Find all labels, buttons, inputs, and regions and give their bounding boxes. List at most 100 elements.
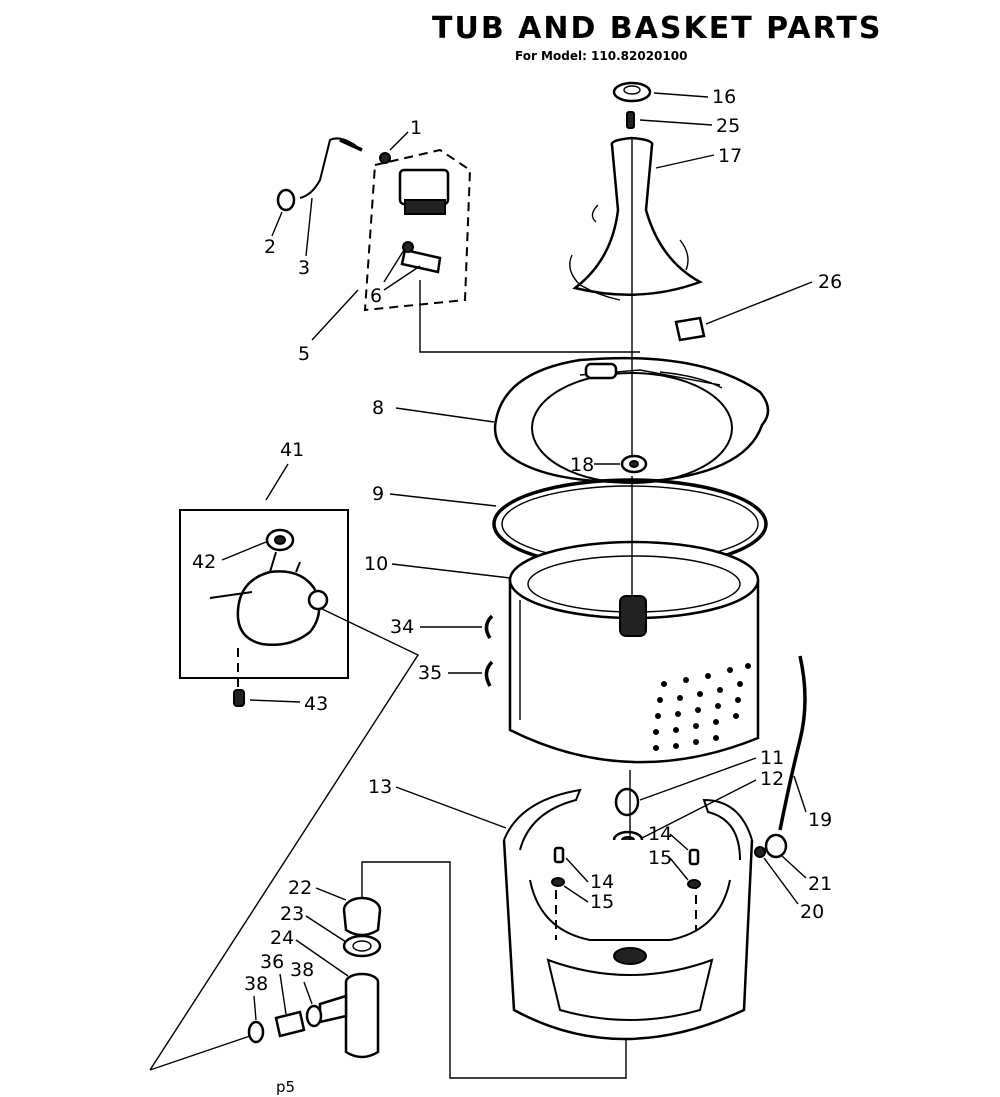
- part-15-washer-right: [687, 879, 701, 889]
- callout-15-left-label: 15: [590, 891, 614, 913]
- callout-19: 19: [793, 775, 832, 831]
- callout-38-left-label: 38: [244, 973, 268, 995]
- callout-19-label: 19: [808, 809, 832, 831]
- part-23-ring: [342, 934, 382, 958]
- callout-1-label: 1: [410, 117, 422, 139]
- callout-22: 22: [288, 877, 347, 901]
- part-22-coupling: [342, 896, 382, 937]
- callout-42: 42: [192, 541, 267, 573]
- callout-12-label: 12: [760, 768, 784, 790]
- part-21-fitting: [764, 833, 788, 859]
- callout-18: 18: [570, 454, 620, 476]
- water-valve-assembly: [276, 137, 640, 353]
- callout-21-label: 21: [808, 873, 832, 895]
- part-13-outer-tub: [502, 788, 754, 1041]
- callout-9: 9: [372, 483, 497, 507]
- callout-10: 10: [364, 553, 511, 579]
- part-19-hose: [778, 655, 807, 831]
- callout-2-label: 2: [264, 236, 276, 258]
- callout-24: 24: [270, 927, 349, 977]
- callout-35-label: 35: [418, 662, 442, 684]
- callout-38-left: 38: [244, 973, 268, 1021]
- part-36-filter: [274, 1010, 306, 1038]
- callout-6: 6: [370, 249, 421, 307]
- callout-2: 2: [264, 211, 283, 258]
- part-25-bolt: [626, 111, 635, 129]
- callout-11: 11: [639, 747, 784, 801]
- callout-16: 16: [653, 86, 736, 108]
- pump-leader-line-2: [149, 1035, 251, 1071]
- callout-14-left-label: 14: [590, 871, 614, 893]
- part-34-clip: [484, 614, 494, 639]
- part-11-nut: [614, 787, 640, 817]
- callout-34: 34: [390, 616, 482, 638]
- callout-18-label: 18: [570, 454, 594, 476]
- callout-23: 23: [280, 903, 347, 943]
- diagram-title: TUB AND BASKET PARTS: [432, 11, 882, 46]
- callout-3: 3: [298, 197, 313, 279]
- callout-14-right-label: 14: [648, 823, 672, 845]
- callout-12: 12: [641, 768, 784, 839]
- callout-5: 5: [298, 289, 359, 365]
- page-note: p5: [276, 1078, 295, 1096]
- callout-25: 25: [639, 115, 740, 137]
- part-38-cap-right: [305, 1004, 323, 1028]
- drain-connector-line: [361, 861, 627, 1079]
- callout-43-label: 43: [304, 693, 328, 715]
- callout-21: 21: [781, 855, 832, 895]
- callout-16-label: 16: [712, 86, 736, 108]
- callout-10-label: 10: [364, 553, 388, 575]
- part-16-agitator-cap: [612, 81, 652, 103]
- callout-15-right-label: 15: [648, 847, 672, 869]
- callout-20-label: 20: [800, 901, 824, 923]
- part-10-basket: [508, 476, 760, 764]
- part-38-cap-left: [247, 1020, 265, 1044]
- part-41-pump-assembly: [179, 509, 349, 707]
- callout-13: 13: [368, 776, 507, 829]
- callout-17: 17: [655, 145, 742, 169]
- callout-36-label: 36: [260, 951, 284, 973]
- callout-11-label: 11: [760, 747, 784, 769]
- callout-23-label: 23: [280, 903, 304, 925]
- callout-34-label: 34: [390, 616, 414, 638]
- callout-41-label: 41: [280, 439, 304, 461]
- model-number: For Model: 110.82020100: [515, 49, 687, 63]
- callout-26: 26: [705, 271, 842, 325]
- callout-1: 1: [389, 117, 422, 151]
- callout-35: 35: [418, 662, 482, 684]
- callout-3-label: 3: [298, 257, 310, 279]
- callout-17-label: 17: [718, 145, 742, 167]
- callout-41: 41: [265, 439, 304, 501]
- pump-leader-line: [149, 607, 420, 1071]
- callout-24-label: 24: [270, 927, 294, 949]
- callout-38-right: 38: [290, 959, 314, 1005]
- callout-6-label: 6: [370, 285, 382, 307]
- callout-25-label: 25: [716, 115, 740, 137]
- part-20-clamp: [754, 846, 766, 858]
- part-17-agitator: [569, 136, 704, 301]
- part-14-screw-left: [553, 846, 565, 864]
- callout-5-label: 5: [298, 343, 310, 365]
- part-18-grommet: [620, 454, 648, 474]
- part-35-clip: [484, 660, 494, 687]
- part-24-tube: [318, 972, 380, 1059]
- callout-26-label: 26: [818, 271, 842, 293]
- callout-15-right: 15: [648, 847, 689, 881]
- callout-22-label: 22: [288, 877, 312, 899]
- part-14-screw-right: [688, 848, 700, 866]
- callout-38-right-label: 38: [290, 959, 314, 981]
- callout-13-label: 13: [368, 776, 392, 798]
- callout-15-left: 15: [563, 885, 614, 913]
- callout-20: 20: [763, 857, 824, 923]
- callout-8: 8: [372, 397, 495, 423]
- callout-14-left: 14: [565, 857, 614, 893]
- callout-36: 36: [260, 951, 287, 1015]
- part-15-washer-left: [551, 877, 565, 887]
- callout-8-label: 8: [372, 397, 384, 419]
- callout-42-label: 42: [192, 551, 216, 573]
- callout-43: 43: [249, 693, 328, 715]
- callout-14-right: 14: [648, 823, 689, 851]
- part-26-pad: [674, 316, 706, 342]
- callout-9-label: 9: [372, 483, 384, 505]
